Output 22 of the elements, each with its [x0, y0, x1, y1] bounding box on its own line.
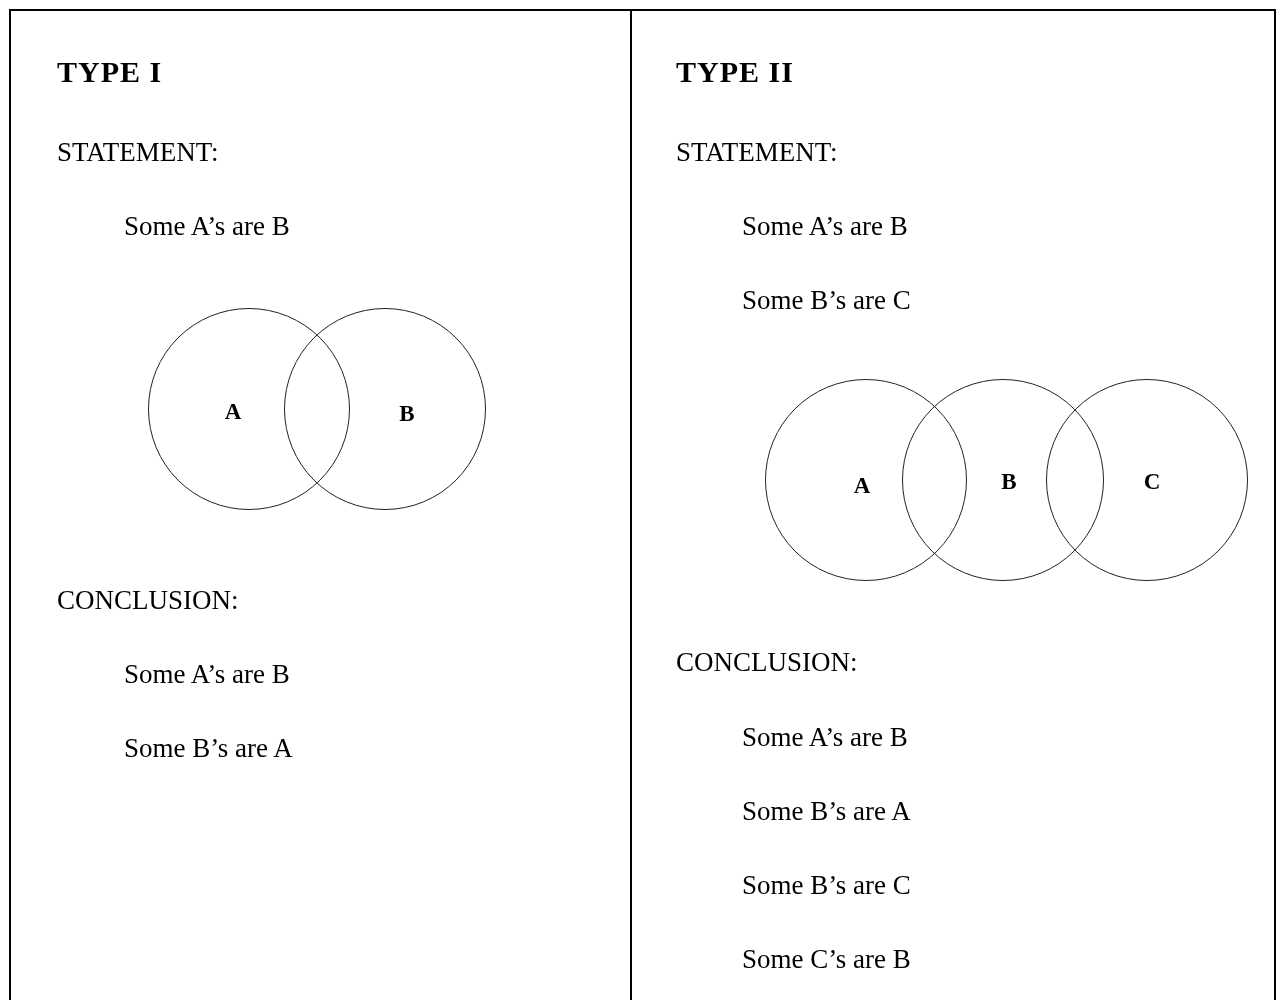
- statement-text: Some C’s are B: [742, 943, 911, 975]
- statement-text: Some A’s are B: [124, 658, 290, 690]
- statement-text: Some B’s are A: [742, 795, 911, 827]
- statement-text: Some B’s are C: [742, 869, 911, 901]
- section-label: STATEMENT:: [57, 136, 219, 168]
- section-label: STATEMENT:: [676, 136, 838, 168]
- statement-text: Some A’s are B: [742, 721, 908, 753]
- table-cell: [9, 9, 632, 1000]
- type-heading: TYPE I: [57, 56, 163, 88]
- table-cell: [631, 9, 1276, 1000]
- set-label: A: [853, 474, 871, 498]
- set-label: B: [399, 402, 415, 426]
- set-label: A: [224, 400, 242, 424]
- section-label: CONCLUSION:: [57, 584, 239, 616]
- section-label: CONCLUSION:: [676, 646, 858, 678]
- set-label: B: [1001, 470, 1017, 494]
- set-label: C: [1143, 470, 1161, 494]
- statement-text: Some A’s are B: [124, 210, 290, 242]
- statement-text: Some B’s are C: [742, 284, 911, 316]
- statement-text: Some B’s are A: [124, 732, 293, 764]
- type-heading: TYPE II: [676, 56, 794, 88]
- statement-text: Some A’s are B: [742, 210, 908, 242]
